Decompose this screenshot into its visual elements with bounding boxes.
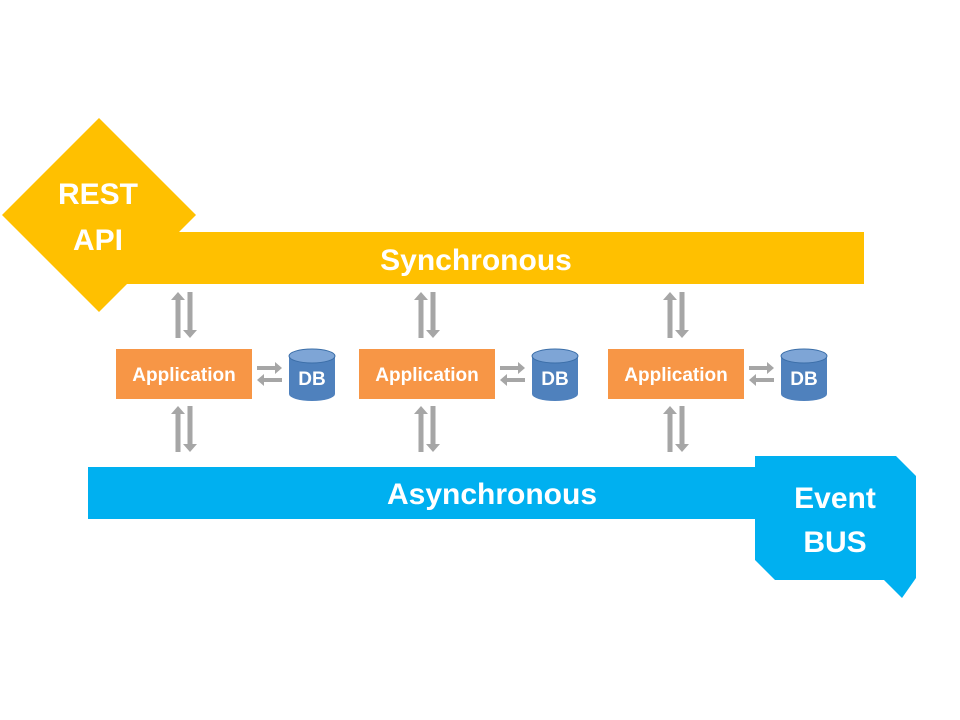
arrow-head-down — [183, 444, 197, 452]
arrow-shaft — [667, 414, 673, 452]
arrow-head-up — [663, 406, 677, 414]
arrow-shaft — [667, 300, 673, 338]
application-label: Application — [624, 365, 727, 386]
arrow-head-down — [675, 330, 689, 338]
database-label: DB — [541, 369, 568, 390]
arrow-head-left — [500, 374, 507, 386]
arrow-shaft — [187, 406, 193, 444]
arrow-head-right — [767, 362, 774, 374]
arrow-head-up — [414, 406, 428, 414]
arrow-shaft — [507, 378, 525, 382]
services-group: Application DB Application DB Application DB — [116, 292, 828, 452]
application-box — [359, 349, 495, 399]
up-down-arrows-icon — [663, 406, 689, 452]
database-body — [532, 356, 578, 401]
arrow-head-up — [663, 292, 677, 300]
rest-api-badge-line1: REST — [58, 178, 138, 211]
arrow-head-left — [749, 374, 756, 386]
arrow-shaft — [418, 300, 424, 338]
arrow-shaft — [418, 414, 424, 452]
arrow-shaft — [430, 406, 436, 444]
database-body — [289, 356, 335, 401]
database-top — [531, 348, 579, 364]
arrow-shaft — [257, 366, 275, 370]
left-right-arrows-icon — [500, 362, 525, 386]
left-right-arrows-icon — [257, 362, 282, 386]
synchronous-label: Synchronous — [380, 244, 572, 277]
application-label: Application — [132, 365, 235, 386]
synchronous-band — [100, 232, 864, 284]
up-down-arrows-icon — [171, 292, 197, 338]
arrow-head-up — [171, 292, 185, 300]
database-label: DB — [790, 369, 817, 390]
arrow-head-down — [426, 444, 440, 452]
arrow-head-up — [414, 292, 428, 300]
application-box — [608, 349, 744, 399]
arrow-shaft — [430, 292, 436, 330]
asynchronous-label: Asynchronous — [387, 478, 597, 511]
arrow-shaft — [175, 300, 181, 338]
arrow-shaft — [187, 292, 193, 330]
arrow-head-right — [275, 362, 282, 374]
application-box — [116, 349, 252, 399]
database-top — [288, 348, 336, 364]
up-down-arrows-icon — [663, 292, 689, 338]
arrow-shaft — [679, 292, 685, 330]
arrow-shaft — [756, 378, 774, 382]
up-down-arrows-icon — [414, 292, 440, 338]
arrow-head-right — [518, 362, 525, 374]
database-body — [781, 356, 827, 401]
arrow-head-down — [675, 444, 689, 452]
arrow-head-left — [257, 374, 264, 386]
up-down-arrows-icon — [171, 406, 197, 452]
database-cylinder-icon — [531, 348, 579, 401]
arrow-shaft — [749, 366, 767, 370]
arrow-shaft — [679, 406, 685, 444]
database-cylinder-icon — [780, 348, 828, 401]
asynchronous-band — [88, 467, 808, 519]
arrow-shaft — [264, 378, 282, 382]
arrow-head-up — [171, 406, 185, 414]
event-bus-badge-line1: Event — [794, 482, 876, 515]
arrow-head-down — [426, 330, 440, 338]
application-label: Application — [375, 365, 478, 386]
database-cylinder-icon — [288, 348, 336, 401]
rest-api-badge-line2: API — [73, 224, 123, 257]
database-label: DB — [298, 369, 325, 390]
left-right-arrows-icon — [749, 362, 774, 386]
up-down-arrows-icon — [414, 406, 440, 452]
database-top — [780, 348, 828, 364]
event-bus-badge — [755, 456, 916, 598]
service-unit: Application DB — [116, 292, 336, 452]
service-unit: Application DB — [608, 292, 828, 452]
service-unit: Application DB — [359, 292, 579, 452]
arrow-shaft — [500, 366, 518, 370]
rest-api-badge — [2, 118, 196, 312]
arrow-shaft — [175, 414, 181, 452]
event-bus-badge-line2: BUS — [803, 526, 866, 559]
arrow-head-down — [183, 330, 197, 338]
